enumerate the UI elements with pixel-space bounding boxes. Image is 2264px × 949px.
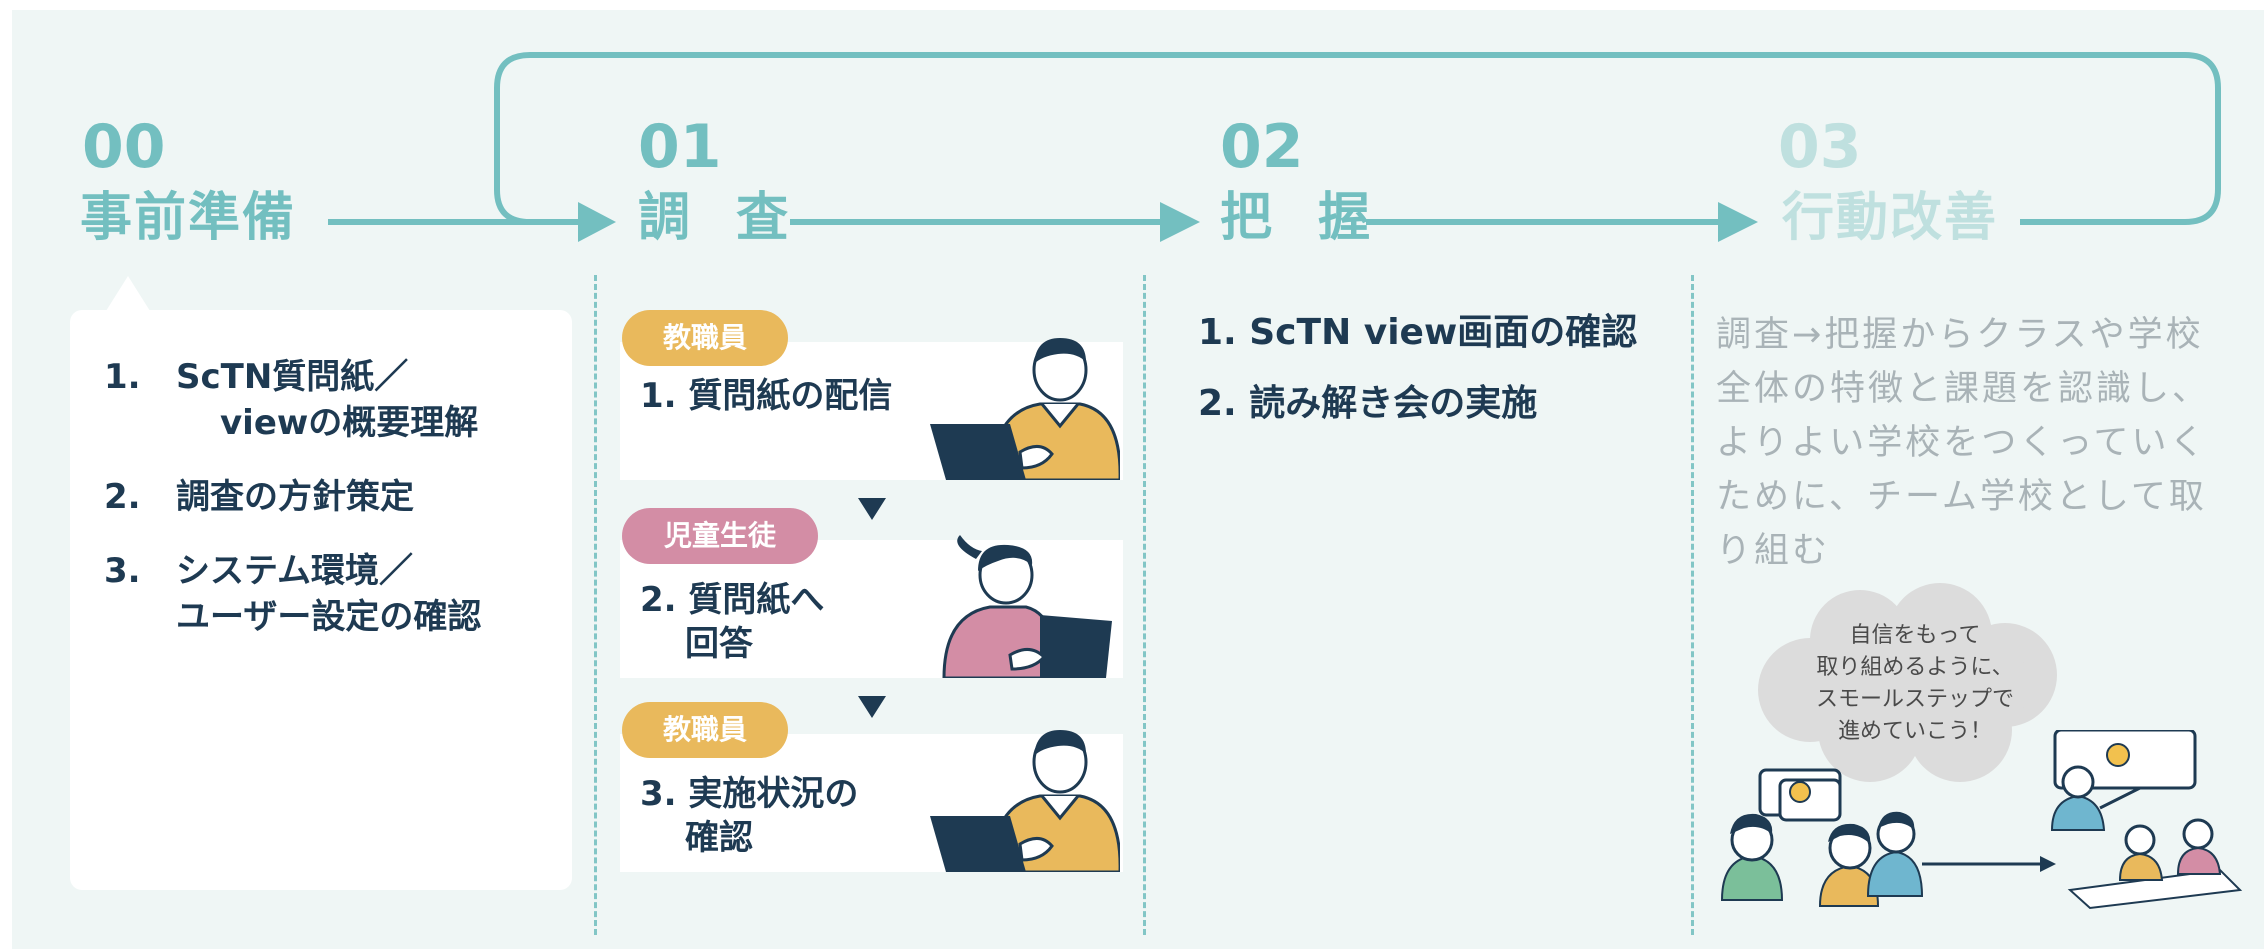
arrow-02-03-head bbox=[1718, 202, 1758, 242]
role-badge-staff: 教職員 bbox=[622, 702, 788, 758]
divider-01 bbox=[594, 275, 597, 935]
cloud-line: 進めていこう！ bbox=[1837, 719, 1992, 744]
prep-item-text: 調査の方針策定 bbox=[176, 476, 414, 517]
grasp-item: 1. ScTN view画面の確認 bbox=[1198, 312, 1638, 353]
prep-item: 2. 調査の方針策定 bbox=[104, 475, 481, 521]
prep-item-number: 2. bbox=[104, 476, 141, 517]
prep-item: 3. システム環境／ ユーザー設定の確認 bbox=[104, 549, 481, 641]
loop-arrow-head bbox=[578, 202, 616, 242]
down-arrow-icon bbox=[858, 696, 886, 718]
prep-card bbox=[70, 310, 572, 890]
prep-item-text: システム環境／ bbox=[176, 550, 413, 591]
step-02-title: 把 握 bbox=[1220, 188, 1385, 248]
prep-item-text: ScTN質問紙／ bbox=[176, 357, 409, 397]
step-02-number: 02 bbox=[1220, 112, 1304, 182]
grasp-list: 1. ScTN view画面の確認 2. 読み解き会の実施 bbox=[1198, 310, 1637, 452]
down-arrow-icon bbox=[858, 498, 886, 520]
team-discussion-illustration bbox=[1720, 730, 2243, 910]
prep-card-pointer bbox=[106, 276, 150, 311]
step-00-title: 事前準備 bbox=[80, 188, 297, 248]
prep-item: 1. ScTN質問紙／ viewの概要理解 bbox=[104, 355, 481, 447]
survey-card-2: 2. 質問紙へ 回答 bbox=[620, 535, 1123, 678]
loop-arrow-path bbox=[494, 52, 2221, 225]
man-laptop-icon bbox=[930, 730, 1120, 872]
prep-item-text-2: ユーザー設定の確認 bbox=[176, 596, 482, 637]
survey-card-text: 1. 質問紙の配信 bbox=[640, 376, 893, 416]
cloud-line: スモールステップで bbox=[1815, 687, 2014, 712]
arrow-01-02-head bbox=[1160, 202, 1200, 242]
step-03-title: 行動改善 bbox=[1782, 188, 1999, 248]
step-00-number: 00 bbox=[82, 112, 166, 182]
prep-item-number: 3. bbox=[104, 550, 141, 591]
survey-card-line1: 2. 質問紙へ bbox=[640, 580, 825, 620]
divider-02 bbox=[1143, 275, 1146, 935]
survey-card-text: 3. 実施状況の 確認 bbox=[640, 772, 858, 860]
survey-card-line2: 確認 bbox=[685, 818, 753, 859]
thought-cloud-icon bbox=[1758, 583, 2057, 782]
grasp-item: 2. 読み解き会の実施 bbox=[1198, 382, 1538, 424]
step-03-number: 03 bbox=[1778, 112, 1862, 182]
cloud-line: 自信をもって bbox=[1849, 623, 1981, 648]
divider-03 bbox=[1691, 275, 1694, 935]
thought-cloud-text: 自信をもって 取り組めるように、 スモールステップで 進めていこう！ bbox=[1775, 620, 2055, 748]
survey-card-line2: 回答 bbox=[685, 624, 753, 665]
improve-description: 調査→把握からクラスや学校全体の特徴と課題を認識し、よりよい学校をつくっていくた… bbox=[1716, 315, 2211, 571]
step-01-title: 調 査 bbox=[638, 188, 803, 248]
man-laptop-icon bbox=[930, 338, 1120, 480]
prep-list: 1. ScTN質問紙／ viewの概要理解 2. 調査の方針策定 3. システム… bbox=[104, 355, 481, 668]
prep-item-number: 1. bbox=[104, 357, 141, 397]
survey-card-text: 2. 質問紙へ 回答 bbox=[640, 578, 824, 666]
step-01-number: 01 bbox=[638, 112, 722, 182]
prep-item-text-2: viewの概要理解 bbox=[220, 402, 479, 443]
girl-laptop-icon bbox=[942, 535, 1112, 678]
role-badge-student: 児童生徒 bbox=[622, 508, 818, 564]
survey-card-line1: 3. 実施状況の bbox=[640, 774, 859, 814]
role-badge-staff: 教職員 bbox=[622, 310, 788, 366]
cloud-line: 取り組めるように、 bbox=[1816, 655, 2014, 680]
